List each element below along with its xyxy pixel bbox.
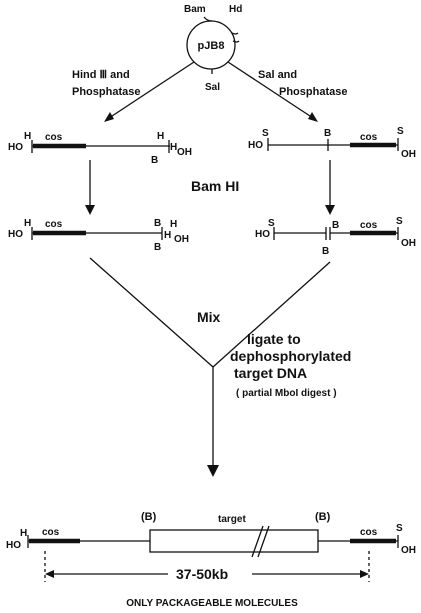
branch-arrows-top <box>104 61 318 122</box>
plasmid-tick-mid <box>232 40 240 43</box>
plasmid-name: pJB8 <box>198 40 225 52</box>
svg-text:H: H <box>157 131 164 142</box>
plasmid-tick-hd <box>231 32 239 35</box>
svg-text:( partial MboI digest ): ( partial MboI digest ) <box>236 388 337 399</box>
svg-text:B: B <box>154 242 161 253</box>
product-molecule: HO H cos target (B) (B) cos S OH 37-50kb <box>6 511 416 582</box>
size-label: 37-50kb <box>176 566 228 582</box>
svg-text:S: S <box>268 218 275 229</box>
right-fragment-2: HO S B B cos S OH <box>255 216 416 257</box>
svg-text:OH: OH <box>174 234 189 245</box>
svg-text:cos: cos <box>360 132 378 143</box>
step-mix: Mix <box>197 309 221 325</box>
svg-text:B: B <box>154 218 161 229</box>
svg-text:HO: HO <box>6 540 21 551</box>
svg-text:S: S <box>396 523 403 534</box>
svg-text:B: B <box>332 220 339 231</box>
svg-text:HO: HO <box>248 140 263 151</box>
plasmid-pjb8: pJB8 Bam Hd Sal <box>184 4 242 93</box>
svg-text:OH: OH <box>401 238 416 249</box>
target-insert <box>149 529 319 553</box>
left-enzyme-line1: Hind Ⅲ and <box>72 69 130 81</box>
right-fragment-1: HO S B cos S OH <box>248 126 416 160</box>
svg-text:B: B <box>324 128 331 139</box>
svg-text:HO: HO <box>8 142 23 153</box>
svg-text:ligate to: ligate to <box>247 331 301 347</box>
svg-text:H: H <box>24 131 31 142</box>
site-hd-label: Hd <box>229 4 242 15</box>
bracket-b-left: (B) <box>141 511 157 523</box>
svg-text:cos: cos <box>360 527 378 538</box>
svg-text:cos: cos <box>360 220 378 231</box>
svg-text:cos: cos <box>45 132 63 143</box>
svg-text:H: H <box>20 528 27 539</box>
svg-text:target DNA: target DNA <box>234 365 307 381</box>
svg-text:H: H <box>170 219 177 230</box>
site-bam-label: Bam <box>184 4 206 15</box>
svg-text:OH: OH <box>401 545 416 556</box>
mix-funnel <box>89 257 331 477</box>
svg-text:S: S <box>396 216 403 227</box>
svg-text:B: B <box>151 155 158 166</box>
svg-text:OH: OH <box>177 147 192 158</box>
svg-text:HO: HO <box>255 229 270 240</box>
svg-text:OH: OH <box>401 149 416 160</box>
target-label: target <box>218 514 246 525</box>
svg-text:H: H <box>24 218 31 229</box>
svg-text:cos: cos <box>42 527 60 538</box>
caption: ONLY PACKAGEABLE MOLECULES <box>126 598 298 609</box>
svg-text:S: S <box>262 128 269 139</box>
ligate-instructions: ligate to dephosphorylated target DNA ( … <box>230 331 351 399</box>
right-enzyme-line1: Sal and <box>258 69 297 81</box>
step-arrows-bamhi <box>85 160 335 215</box>
svg-text:H: H <box>164 230 171 241</box>
step-bamhi: Bam HI <box>191 178 239 194</box>
left-fragment-2: HO H cos B B H H OH <box>8 218 189 253</box>
svg-text:S: S <box>397 126 404 137</box>
bracket-b-right: (B) <box>315 511 331 523</box>
svg-text:dephosphorylated: dephosphorylated <box>230 348 351 364</box>
svg-text:H: H <box>170 142 177 153</box>
svg-text:HO: HO <box>8 229 23 240</box>
plasmid-tick-bam <box>203 16 213 22</box>
svg-text:cos: cos <box>45 219 63 230</box>
svg-text:B: B <box>322 246 329 257</box>
left-fragment-1: HO H cos H H OH B <box>8 131 192 166</box>
site-sal-label: Sal <box>205 82 220 93</box>
left-enzyme-line2: Phosphatase <box>72 86 140 98</box>
right-enzyme-line2: Phosphatase <box>279 86 347 98</box>
